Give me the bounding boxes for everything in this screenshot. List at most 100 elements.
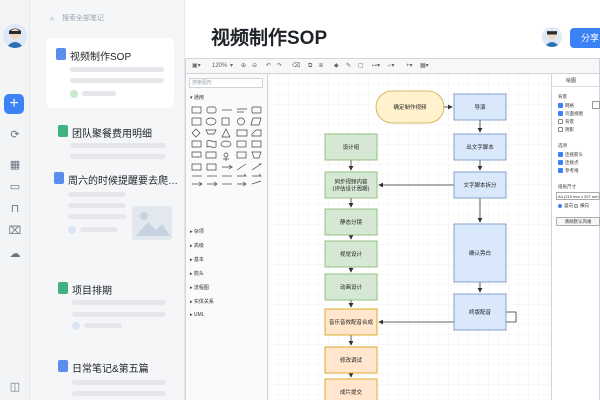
user-avatar[interactable] — [3, 24, 27, 48]
connection-arrows-checkbox[interactable] — [558, 152, 563, 157]
delete-icon[interactable]: ⌫ — [292, 63, 301, 69]
flow-node-final[interactable]: 成片提交 — [324, 378, 378, 400]
clear-default-style-button[interactable]: 清除默认风格 — [556, 217, 600, 226]
shadow-icon[interactable]: ▢ — [358, 63, 364, 69]
flow-node-label: (评估设计周期) — [332, 185, 369, 193]
share-button[interactable]: 分享 — [570, 28, 600, 48]
panels-icon[interactable]: ▣▾ — [192, 63, 201, 69]
note-card-schedule[interactable]: 项目排期 — [46, 272, 174, 332]
category-flowchart[interactable]: ▸ 流程图 — [190, 285, 209, 291]
status-dot — [68, 226, 76, 234]
status-dot — [72, 322, 80, 330]
category-advanced[interactable]: ▸ 高级 — [190, 243, 204, 249]
color-swatch[interactable] — [592, 101, 600, 109]
app-rail: + ⟳ ▦ ▭ ⊓ ⌧ ☁ ◫ — [0, 0, 30, 400]
flow-node-static[interactable]: 静态分镜 — [324, 208, 378, 236]
placeholder-line — [80, 227, 118, 232]
category-uml[interactable]: ▸ UML — [190, 312, 205, 318]
zoom-out-icon[interactable]: ⊖ — [252, 63, 258, 69]
note-card-saturday[interactable]: 周六的时候提醒要去爬… — [46, 162, 178, 262]
format-tab[interactable]: 绘图 — [566, 78, 577, 84]
flow-node-sync[interactable]: 同步视频内容(评估设计周期) — [324, 171, 378, 199]
grid-label: 网格 — [565, 103, 574, 108]
sidebar-toggle-icon[interactable]: ◫ — [9, 381, 21, 393]
add-note-button[interactable]: + — [4, 94, 24, 114]
category-label: 实体关系 — [193, 299, 214, 305]
flow-node-merge[interactable]: 音乐音效配音合成 — [324, 308, 378, 336]
flow-node-label: 确定制作视频 — [393, 103, 427, 111]
cloud-icon[interactable]: ☁ — [9, 248, 21, 260]
note-card-team-dinner[interactable]: 团队聚餐费用明细 — [46, 115, 174, 165]
category-er[interactable]: ▸ 实体关系 — [190, 299, 214, 305]
zoom-select[interactable]: 120% — [212, 63, 228, 69]
status-dot — [70, 90, 78, 98]
bookmark-icon[interactable]: ⊓ — [10, 203, 20, 215]
category-label: 流程图 — [193, 285, 209, 291]
grid-icon[interactable]: ▦ — [9, 159, 21, 171]
category-basic[interactable]: ▸ 基本 — [190, 257, 204, 263]
flow-node-director[interactable]: 导演 — [453, 93, 507, 121]
fill-color-icon[interactable]: ◆ — [334, 63, 339, 69]
flow-node-visual[interactable]: 视觉设计 — [324, 240, 378, 268]
flow-node-breakdown[interactable]: 文字脚本拆分 — [453, 171, 507, 199]
category-label: 杂项 — [193, 229, 204, 235]
line-color-icon[interactable]: ✎ — [346, 63, 352, 69]
flow-node-anim[interactable]: 动画设计 — [324, 273, 378, 301]
shape-search-input[interactable]: 搜索图形 — [189, 78, 263, 88]
category-general[interactable]: ▾ 通用 — [190, 95, 204, 101]
shadow-checkbox[interactable] — [558, 127, 563, 132]
flow-node-label: 设计组 — [343, 143, 360, 151]
paper-size-label: 纸张尺寸 — [558, 184, 576, 189]
category-arrows[interactable]: ▸ 箭头 — [190, 271, 204, 277]
flow-node-script[interactable]: 出文字脚本 — [453, 133, 507, 161]
shadow-label: 阴影 — [565, 127, 574, 132]
format-panel: 绘图 背景 网格 页面视图 背景 阴影 选项 连接箭头 连接点 参考线 纸张尺寸… — [551, 74, 600, 400]
placeholder-line — [68, 192, 126, 197]
connection-points-checkbox[interactable] — [558, 160, 563, 165]
grid-checkbox[interactable] — [558, 103, 563, 108]
search-input[interactable]: ⌕ 搜索全部笔记 — [46, 8, 174, 30]
flow-node-start[interactable]: 确定制作视频 — [375, 90, 445, 124]
flow-node-label: 出文字脚本 — [466, 143, 494, 151]
category-label: 高级 — [193, 243, 204, 249]
paper-size-select[interactable]: A4 (210 mm x 297 mm) — [556, 192, 600, 200]
table-icon[interactable]: ▦▾ — [420, 63, 429, 69]
flow-node-revise[interactable]: 修改调试 — [324, 346, 378, 374]
background-checkbox[interactable] — [558, 119, 563, 124]
note-card-video-sop[interactable]: 视频制作SOP — [46, 38, 174, 108]
flow-node-design[interactable]: 设计组 — [324, 133, 378, 161]
flow-node-confirm[interactable]: 确认旁白 — [453, 223, 507, 283]
trash-icon[interactable]: ⌧ — [8, 225, 22, 237]
view-section-label: 背景 — [558, 94, 567, 99]
to-back-icon[interactable]: ⧈ — [319, 63, 323, 69]
undo-icon[interactable]: ↶ — [266, 63, 272, 69]
zoom-in-icon[interactable]: ⊕ — [241, 63, 247, 69]
shape-grid[interactable] — [190, 104, 264, 214]
folder-icon[interactable]: ▭ — [9, 181, 21, 193]
diagram-canvas[interactable]: 确定制作视频 导演出文字脚本文字脚本拆分 设计组同步视频内容(评估设计周期) 静态分镜… — [268, 74, 551, 400]
waypoint-icon[interactable]: ⌐▾ — [388, 63, 395, 69]
page-view-checkbox[interactable] — [558, 111, 563, 116]
placeholder-line — [72, 300, 166, 305]
insert-icon[interactable]: +▾ — [406, 63, 413, 69]
to-front-icon[interactable]: ⧉ — [308, 63, 313, 69]
placeholder-line — [70, 67, 164, 72]
zoom-dropdown-icon[interactable]: ▾ — [230, 63, 234, 69]
collaborator-avatar[interactable] — [542, 27, 562, 47]
redo-icon[interactable]: ↷ — [277, 63, 283, 69]
sync-icon[interactable]: ⟳ — [10, 129, 20, 141]
flow-node-label: 动画设计 — [340, 283, 363, 291]
flow-node-dub[interactable]: 终版配音 — [453, 293, 507, 331]
flow-node-label: 文字脚本拆分 — [463, 181, 497, 189]
guides-checkbox[interactable] — [558, 168, 563, 173]
doc-icon — [58, 360, 68, 372]
doc-icon — [54, 172, 64, 184]
connection-icon[interactable]: ↦▾ — [372, 63, 381, 69]
category-misc[interactable]: ▸ 杂项 — [190, 229, 204, 235]
landscape-radio[interactable] — [574, 204, 578, 208]
paper-size-value: A4 (210 mm x 297 mm) — [558, 194, 600, 199]
portrait-radio[interactable] — [558, 204, 562, 208]
page-title[interactable]: 视频制作SOP — [211, 28, 328, 49]
note-card-daily[interactable]: 日常笔记&第五篇 — [46, 350, 174, 400]
